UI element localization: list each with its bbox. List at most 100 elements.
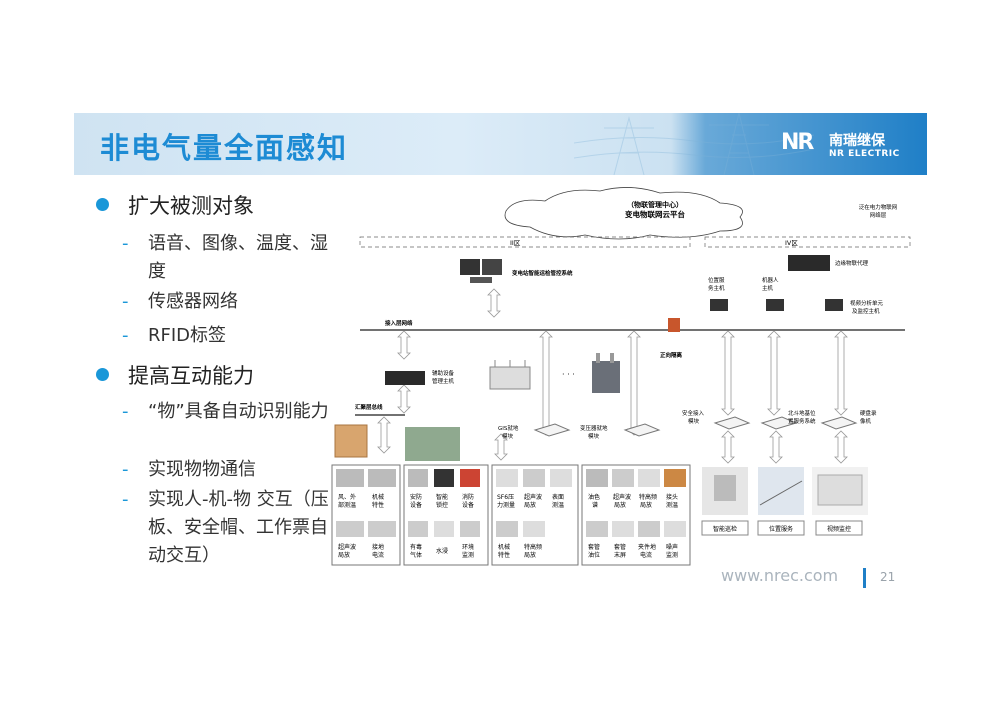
transformer-module-icon: [623, 423, 661, 437]
sub-bullet-text: “物”具备自动识别能力: [148, 401, 329, 422]
group-d-label: 局放: [640, 501, 652, 509]
zone-2-label: II区: [510, 239, 521, 247]
page-number: 21: [880, 570, 896, 584]
transformer-module-label-2: 模块: [588, 432, 600, 440]
group-d-label: 套管: [588, 543, 600, 551]
gis-module-icon: [533, 423, 571, 437]
footer-divider: [863, 568, 866, 588]
sub-bullet-2-2: -实现物物通信: [122, 456, 338, 484]
group-d-label: 噪声: [666, 543, 678, 551]
gis-module-label-2: 模块: [502, 432, 514, 440]
sub-bullet-1-3: -RFID标签: [122, 322, 338, 350]
access-network-label: 接入层网络: [385, 319, 413, 327]
sub-bullet-2-3: -实现人-机-物 交互（压板、安全帽、工作票自动交互）: [122, 486, 338, 570]
slide-header: 非电气量全面感知 NR 南瑞继保 NR ELECTRIC: [74, 113, 927, 175]
service-label: 智能巡检: [713, 525, 737, 533]
device-group-a: 风、外 部测温 机械 特性 超声波 局放 接地 电流: [331, 464, 401, 566]
bullet-1-label: 扩大被测对象: [128, 194, 254, 218]
group-b-label: 水浸: [436, 547, 448, 555]
edge-proxy-label: 边缘物联代理: [835, 259, 869, 267]
zone-2-frame: [359, 236, 691, 248]
camera-photo: [812, 467, 868, 515]
nvr-label-1: 硬盘录: [860, 409, 877, 417]
group-a-label: 部测温: [338, 501, 356, 509]
device-group-b: 安防 设备 智能 锁控 消防 设备 有毒 气体 水浸 环境 监测: [403, 464, 489, 566]
group-b-label: 设备: [410, 501, 422, 509]
group-d-label: 特高频: [639, 493, 657, 501]
position-host-label-1: 位置服: [708, 276, 725, 284]
group-b-label: 有毒: [410, 543, 422, 551]
group-a-label: 接地: [372, 543, 384, 551]
group-a-label: 特性: [372, 501, 384, 509]
cloud-title-1: （物联管理中心）: [627, 200, 683, 209]
nvr-icon: [820, 416, 858, 430]
sub-bullet-text: 实现人-机-物 交互（压板、安全帽、工作票自动交互）: [148, 489, 329, 566]
group-d-label: 套管: [614, 543, 626, 551]
safety-access-label-1: 安全接入: [682, 409, 705, 417]
sub-bullet-1-2: -传感器网络: [122, 288, 338, 316]
zone-4-frame: [704, 236, 911, 248]
sub-bullet-2-1: -“物”具备自动识别能力: [122, 398, 338, 426]
service-label: 位置服务: [769, 525, 793, 533]
beidou-label-1: 北斗地基位: [788, 409, 816, 417]
robot-host-label-2: 主机: [762, 284, 774, 292]
group-d-label: 接头: [666, 493, 678, 501]
bullet-2-label: 提高互动能力: [128, 364, 254, 388]
bullet-2: 提高互动能力: [96, 360, 254, 390]
cloud-title-2: 变电物联网云平台: [625, 209, 685, 219]
group-a-label: 电流: [372, 551, 384, 559]
group-a-label: 局放: [338, 551, 350, 559]
gis-equipment-icon: [489, 360, 531, 390]
device-group-c: SF6压 力测量 超声波 局放 表面 测温 机械 特性 特高频 局放: [491, 464, 579, 566]
reverse-isolation-icon: [668, 318, 680, 332]
slide-title: 非电气量全面感知: [100, 131, 349, 165]
group-c-label: 特高频: [524, 543, 542, 551]
group-c-label: 超声波: [524, 493, 542, 501]
group-d-label: 末屏: [614, 551, 626, 559]
group-b-label: 安防: [410, 493, 422, 501]
logo-mark: NR: [781, 130, 814, 155]
bullet-1: 扩大被测对象: [96, 190, 254, 220]
group-d-label: 电流: [640, 551, 652, 559]
group-d-label: 监测: [666, 551, 678, 559]
group-b-label: 消防: [462, 493, 474, 501]
robot-photo: [702, 467, 748, 515]
group-d-label: 油色: [588, 493, 600, 501]
cloud-note-1: 泛在电力物联网: [859, 203, 898, 211]
group-b-label: 锁控: [436, 501, 448, 509]
safety-access-icon: [713, 416, 751, 430]
group-a-label: 机械: [372, 493, 384, 501]
group-c-label: 机械: [498, 543, 510, 551]
group-c-label: SF6压: [497, 494, 514, 501]
group-a-label: 超声波: [338, 543, 356, 551]
sub-bullet-1-1: -语音、图像、温度、湿度: [122, 230, 338, 286]
ellipsis: · · ·: [562, 370, 575, 379]
group-b-label: 环境: [462, 543, 474, 551]
footer-url: www.nrec.com: [721, 566, 839, 585]
bullet-dot-icon: [96, 198, 109, 211]
video-unit-label-1: 视频分析单元: [850, 299, 884, 307]
group-c-label: 局放: [524, 501, 536, 509]
group-c-label: 测温: [552, 501, 564, 509]
service-label: 视频监控: [827, 525, 851, 533]
zone-4-label: IV区: [785, 239, 798, 247]
monitor-system-label: 变电站智能运检管控系统: [512, 269, 573, 277]
aux-host-icon: [385, 371, 425, 385]
safety-access-label-2: 模块: [688, 417, 700, 425]
video-unit-label-2: 及监控主机: [852, 307, 880, 315]
group-b-label: 智能: [436, 493, 448, 501]
group-d-label: 谱: [592, 501, 598, 509]
group-c-label: 表面: [552, 493, 564, 501]
aux-host-label-1: 辅助设备: [432, 369, 455, 377]
cloud-icon: [504, 187, 743, 240]
sub-bullet-text: 传感器网络: [148, 291, 238, 312]
group-c-label: 力测量: [497, 501, 515, 509]
iot-architecture-diagram: （物联管理中心） 变电物联网云平台 泛在电力物联网 网络层 II区 IV区 变电…: [331, 187, 911, 566]
sub-bullet-text: RFID标签: [148, 325, 227, 346]
robot-host-label-1: 机器人: [762, 276, 779, 284]
group-d-label: 超声波: [613, 493, 631, 501]
transformer-icon: [592, 353, 620, 393]
transformer-module-label-1: 变压器就地: [580, 424, 608, 432]
position-host-label-2: 务主机: [708, 284, 725, 292]
beidou-photo: [758, 467, 804, 515]
